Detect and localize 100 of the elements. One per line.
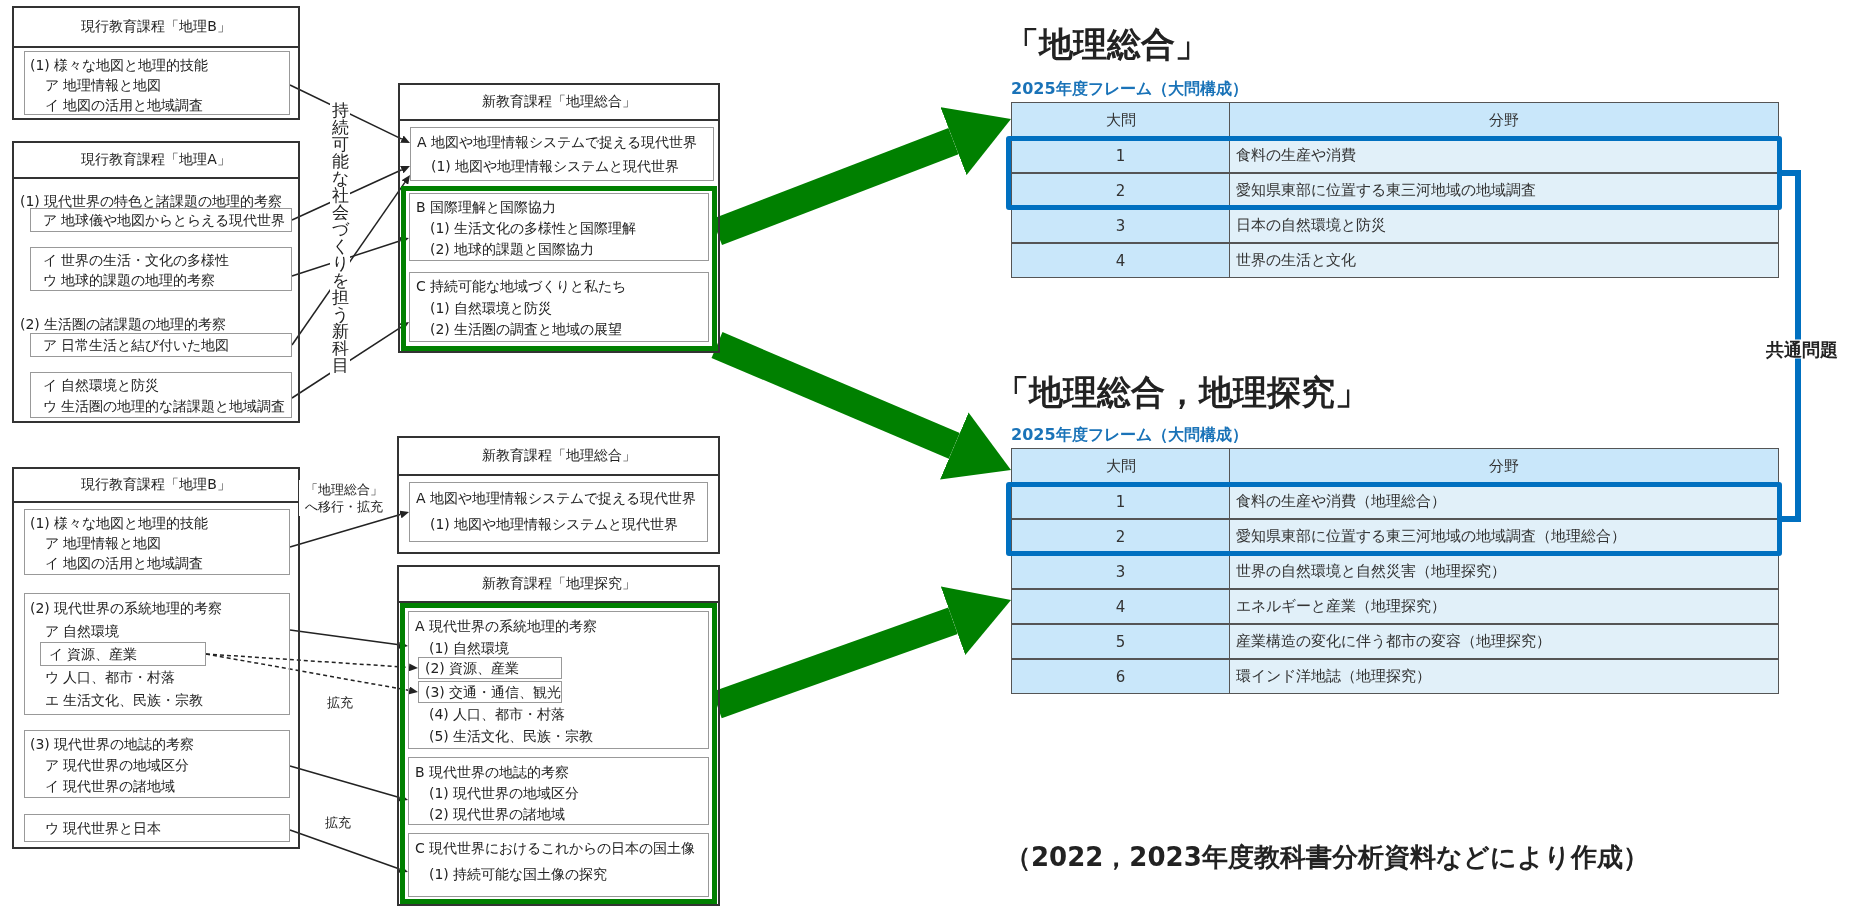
list-item: C 持続可能な地域づくりと私たち — [416, 277, 627, 296]
curriculum-box — [12, 467, 300, 849]
table-entry: 1 — [1011, 484, 1230, 519]
table-entry: 愛知県東部に位置する東三河地域の地域調査（地理総合） — [1229, 519, 1779, 554]
list-item: (5) 生活文化、民族・宗教 — [429, 727, 594, 746]
section-heading: 新教育課程「地理総合」 — [400, 85, 718, 121]
table-entry: 3 — [1011, 208, 1230, 243]
topic-box — [40, 642, 206, 666]
topic-box — [409, 272, 709, 342]
table-entry: 4 — [1011, 243, 1230, 278]
table-entry: 3 — [1011, 554, 1230, 589]
highlight-frame — [1006, 482, 1782, 556]
list-item: イ 自然環境と防災 — [43, 376, 160, 395]
list-item: (1) 地図や地理情報システムと現代世界 — [430, 515, 679, 534]
table-entry: 環インド洋地誌（地理探究） — [1229, 659, 1779, 694]
section-heading: 新教育課程「地理総合」 — [399, 438, 718, 476]
list-item: (2) 生活圏の諸課題の地理的考察 — [20, 315, 227, 334]
edge-label: 共通問題 — [1764, 339, 1840, 359]
table-entry: 日本の自然環境と防災 — [1229, 208, 1779, 243]
vertical-caption: 持続可能な社会づくりを担う新科目 — [330, 100, 350, 376]
list-item: (2) 資源、産業 — [425, 659, 520, 678]
list-item: (1) 現代世界の特色と諸課題の地理的考察 — [20, 192, 283, 211]
table-entry: 食料の生産や消費 — [1229, 138, 1779, 173]
arrow — [205, 653, 418, 672]
topic-box — [24, 509, 290, 575]
list-item: イ 地図の活用と地域調査 — [45, 554, 204, 573]
list-item: ア 現代世界の地域区分 — [45, 756, 190, 775]
curriculum-box — [398, 83, 720, 353]
table-caption: 2025年度フレーム（大問構成） — [1011, 424, 1248, 446]
table-entry: 6 — [1011, 659, 1230, 694]
list-item: A 現代世界の系統地理的考察 — [415, 617, 598, 636]
list-item: B 現代世界の地誌的考察 — [415, 763, 570, 782]
table-entry: 5 — [1011, 624, 1230, 659]
list-item: イ 現代世界の諸地域 — [45, 777, 176, 796]
arrow — [205, 653, 418, 695]
column-header: 分野 — [1229, 102, 1779, 138]
table-entry: 産業構造の変化に伴う都市の変容（地理探究） — [1229, 624, 1779, 659]
topic-box — [409, 482, 708, 542]
table-entry: 食料の生産や消費（地理総合） — [1229, 484, 1779, 519]
table-entry: 世界の自然環境と自然災害（地理探究） — [1229, 554, 1779, 589]
topic-box — [30, 247, 292, 291]
list-item: イ 資源、産業 — [49, 645, 138, 664]
topic-box — [30, 372, 292, 418]
topic-box — [30, 208, 292, 232]
column-header: 大問 — [1011, 102, 1230, 138]
list-item: (1) 様々な地図と地理的技能 — [30, 56, 209, 75]
table-entry: 1 — [1011, 138, 1230, 173]
list-item: (2) 現代世界の諸地域 — [429, 805, 566, 824]
list-item: (2) 生活圏の調査と地域の展望 — [430, 320, 623, 339]
highlight-frame — [1006, 136, 1782, 210]
list-item: ウ 人口、都市・村落 — [45, 668, 176, 687]
curriculum-box — [397, 436, 720, 554]
topic-box — [408, 833, 709, 897]
list-item: ア 日常生活と結び付いた地図 — [43, 336, 230, 355]
list-item: (1) 様々な地図と地理的技能 — [30, 514, 209, 533]
table-entry: 2 — [1011, 173, 1230, 208]
list-item: (1) 持続可能な国土像の探究 — [429, 865, 608, 884]
topic-box — [409, 193, 709, 261]
list-item: ア 地球儀や地図からとらえる現代世界 — [43, 211, 286, 230]
block-arrow — [711, 332, 1011, 480]
table-entry: 2 — [1011, 519, 1230, 554]
topic-box — [418, 657, 562, 679]
arrow — [289, 629, 408, 649]
list-item: A 地図や地理情報システムで捉える現代世界 — [416, 489, 697, 508]
section-heading: 現行教育課程「地理B」 — [14, 8, 298, 48]
table-entry: 4 — [1011, 589, 1230, 624]
table-entry: エネルギーと産業（地理探究） — [1229, 589, 1779, 624]
topic-box — [24, 730, 290, 798]
table-entry: 世界の生活と文化 — [1229, 243, 1779, 278]
curriculum-box — [12, 6, 300, 120]
list-item: (1) 生活文化の多様性と国際理解 — [430, 219, 637, 238]
list-item: (1) 自然環境と防災 — [430, 299, 553, 318]
list-item: (1) 現代世界の地域区分 — [429, 784, 580, 803]
topic-box — [24, 593, 290, 715]
arrow — [289, 829, 408, 873]
connector-line — [1782, 170, 1801, 522]
topic-box — [408, 611, 709, 749]
topic-box — [408, 757, 709, 825]
highlight-frame — [401, 186, 717, 351]
list-item: ウ 地球的課題の地理的考察 — [43, 271, 216, 290]
column-header: 分野 — [1229, 448, 1779, 484]
list-item: B 国際理解と国際協力 — [416, 198, 557, 217]
list-item: ア 地理情報と地図 — [45, 76, 162, 95]
list-item: エ 生活文化、民族・宗教 — [45, 691, 204, 710]
list-item: (1) 自然環境 — [429, 639, 510, 658]
list-item: (3) 交通・通信、観光 — [425, 683, 562, 702]
table-entry: 愛知県東部に位置する東三河地域の地域調査 — [1229, 173, 1779, 208]
column-header: 大問 — [1011, 448, 1230, 484]
arrow — [289, 765, 409, 802]
table-caption: 2025年度フレーム（大問構成） — [1011, 78, 1248, 100]
topic-box — [24, 51, 290, 115]
list-item: ウ 生活圏の地理的な諸課題と地域調査 — [43, 397, 286, 416]
section-heading: 新教育課程「地理探究」 — [399, 567, 718, 603]
list-item: ウ 現代世界と日本 — [45, 819, 162, 838]
section-heading: 現行教育課程「地理B」 — [14, 469, 298, 503]
topic-box — [418, 681, 562, 703]
topic-box — [24, 814, 290, 842]
topic-box — [30, 333, 292, 357]
list-item: A 地図や地理情報システムで捉える現代世界 — [417, 133, 698, 152]
list-item: (1) 地図や地理情報システムと現代世界 — [431, 157, 680, 176]
